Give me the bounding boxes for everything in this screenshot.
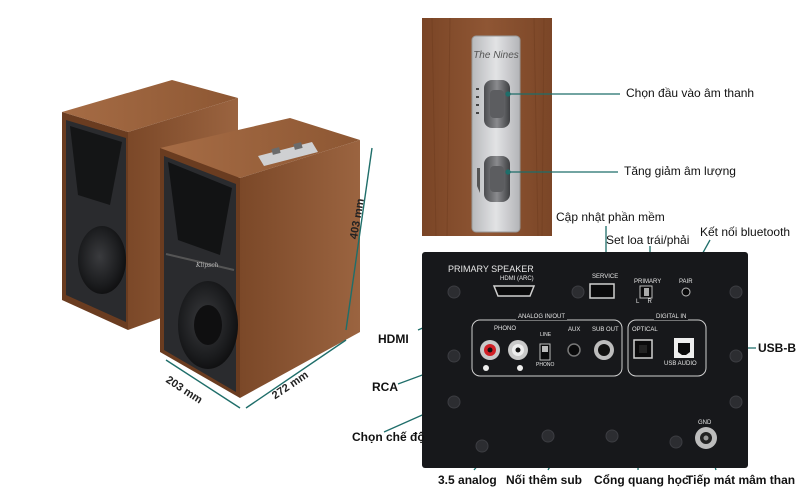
callout-usb-b: USB-B bbox=[758, 341, 796, 355]
nines-logo: The Nines bbox=[473, 50, 519, 61]
callout-input-select: Chọn đầu vào âm thanh bbox=[626, 86, 755, 100]
panel-phono-small-label: PHONO bbox=[536, 362, 555, 368]
callout-firmware: Cập nhật phần mềm bbox=[556, 210, 665, 224]
callout-rca: RCA bbox=[372, 380, 398, 394]
panel-sub-out-label: SUB OUT bbox=[592, 327, 619, 333]
panel-optical-label: OPTICAL bbox=[632, 327, 658, 333]
speaker-logo: Klipsch bbox=[196, 262, 219, 269]
callout-optical: Cổng quang học bbox=[594, 473, 689, 487]
panel-line-label: LINE bbox=[540, 332, 552, 338]
pair-button[interactable] bbox=[681, 287, 691, 297]
callout-sub: Nối thêm sub bbox=[506, 473, 583, 487]
callout-bluetooth: Kết nối bluetooth bbox=[700, 225, 791, 239]
back-panel bbox=[422, 252, 748, 468]
callout-left-right: Set loa trái/phải bbox=[606, 233, 690, 247]
speakers-illustration bbox=[62, 80, 373, 409]
panel-usb-audio-label: USB AUDIO bbox=[664, 361, 697, 367]
service-usb-port[interactable] bbox=[589, 283, 615, 299]
panel-pair-label: PAIR bbox=[679, 279, 693, 285]
dimension-line-height bbox=[345, 147, 373, 331]
callout-hdmi: HDMI bbox=[378, 332, 409, 346]
panel-service-label: SERVICE bbox=[592, 274, 619, 280]
speaker-right bbox=[160, 118, 360, 398]
aux-jack[interactable] bbox=[567, 343, 581, 357]
callout-ground: Tiếp mát mâm than bbox=[686, 473, 796, 487]
panel-analog-group-label: ANALOG IN/OUT bbox=[516, 314, 568, 320]
callout-analog: 3.5 analog bbox=[438, 473, 497, 487]
panel-digital-group-label: DIGITAL IN bbox=[654, 314, 689, 320]
panel-phono-label: PHONO bbox=[494, 326, 517, 332]
panel-aux-label: AUX bbox=[568, 327, 581, 333]
callout-mode: Chọn chế độ bbox=[352, 430, 425, 444]
dimension-line-depth bbox=[245, 339, 347, 409]
back-panel-ports bbox=[447, 283, 743, 453]
panel-primary-label: PRIMARY bbox=[634, 279, 662, 285]
panel-gnd-label: GND bbox=[698, 420, 712, 426]
panel-header: PRIMARY SPEAKER bbox=[448, 264, 534, 274]
control-plate-closeup: The Nines bbox=[422, 18, 552, 236]
hdmi-port[interactable] bbox=[492, 285, 536, 297]
dimension-line-width bbox=[165, 359, 241, 409]
panel-lr-label: L R bbox=[636, 299, 652, 305]
panel-hdmi-label: HDMI (ARC) bbox=[500, 276, 534, 282]
callout-volume: Tăng giảm âm lượng bbox=[624, 164, 736, 178]
